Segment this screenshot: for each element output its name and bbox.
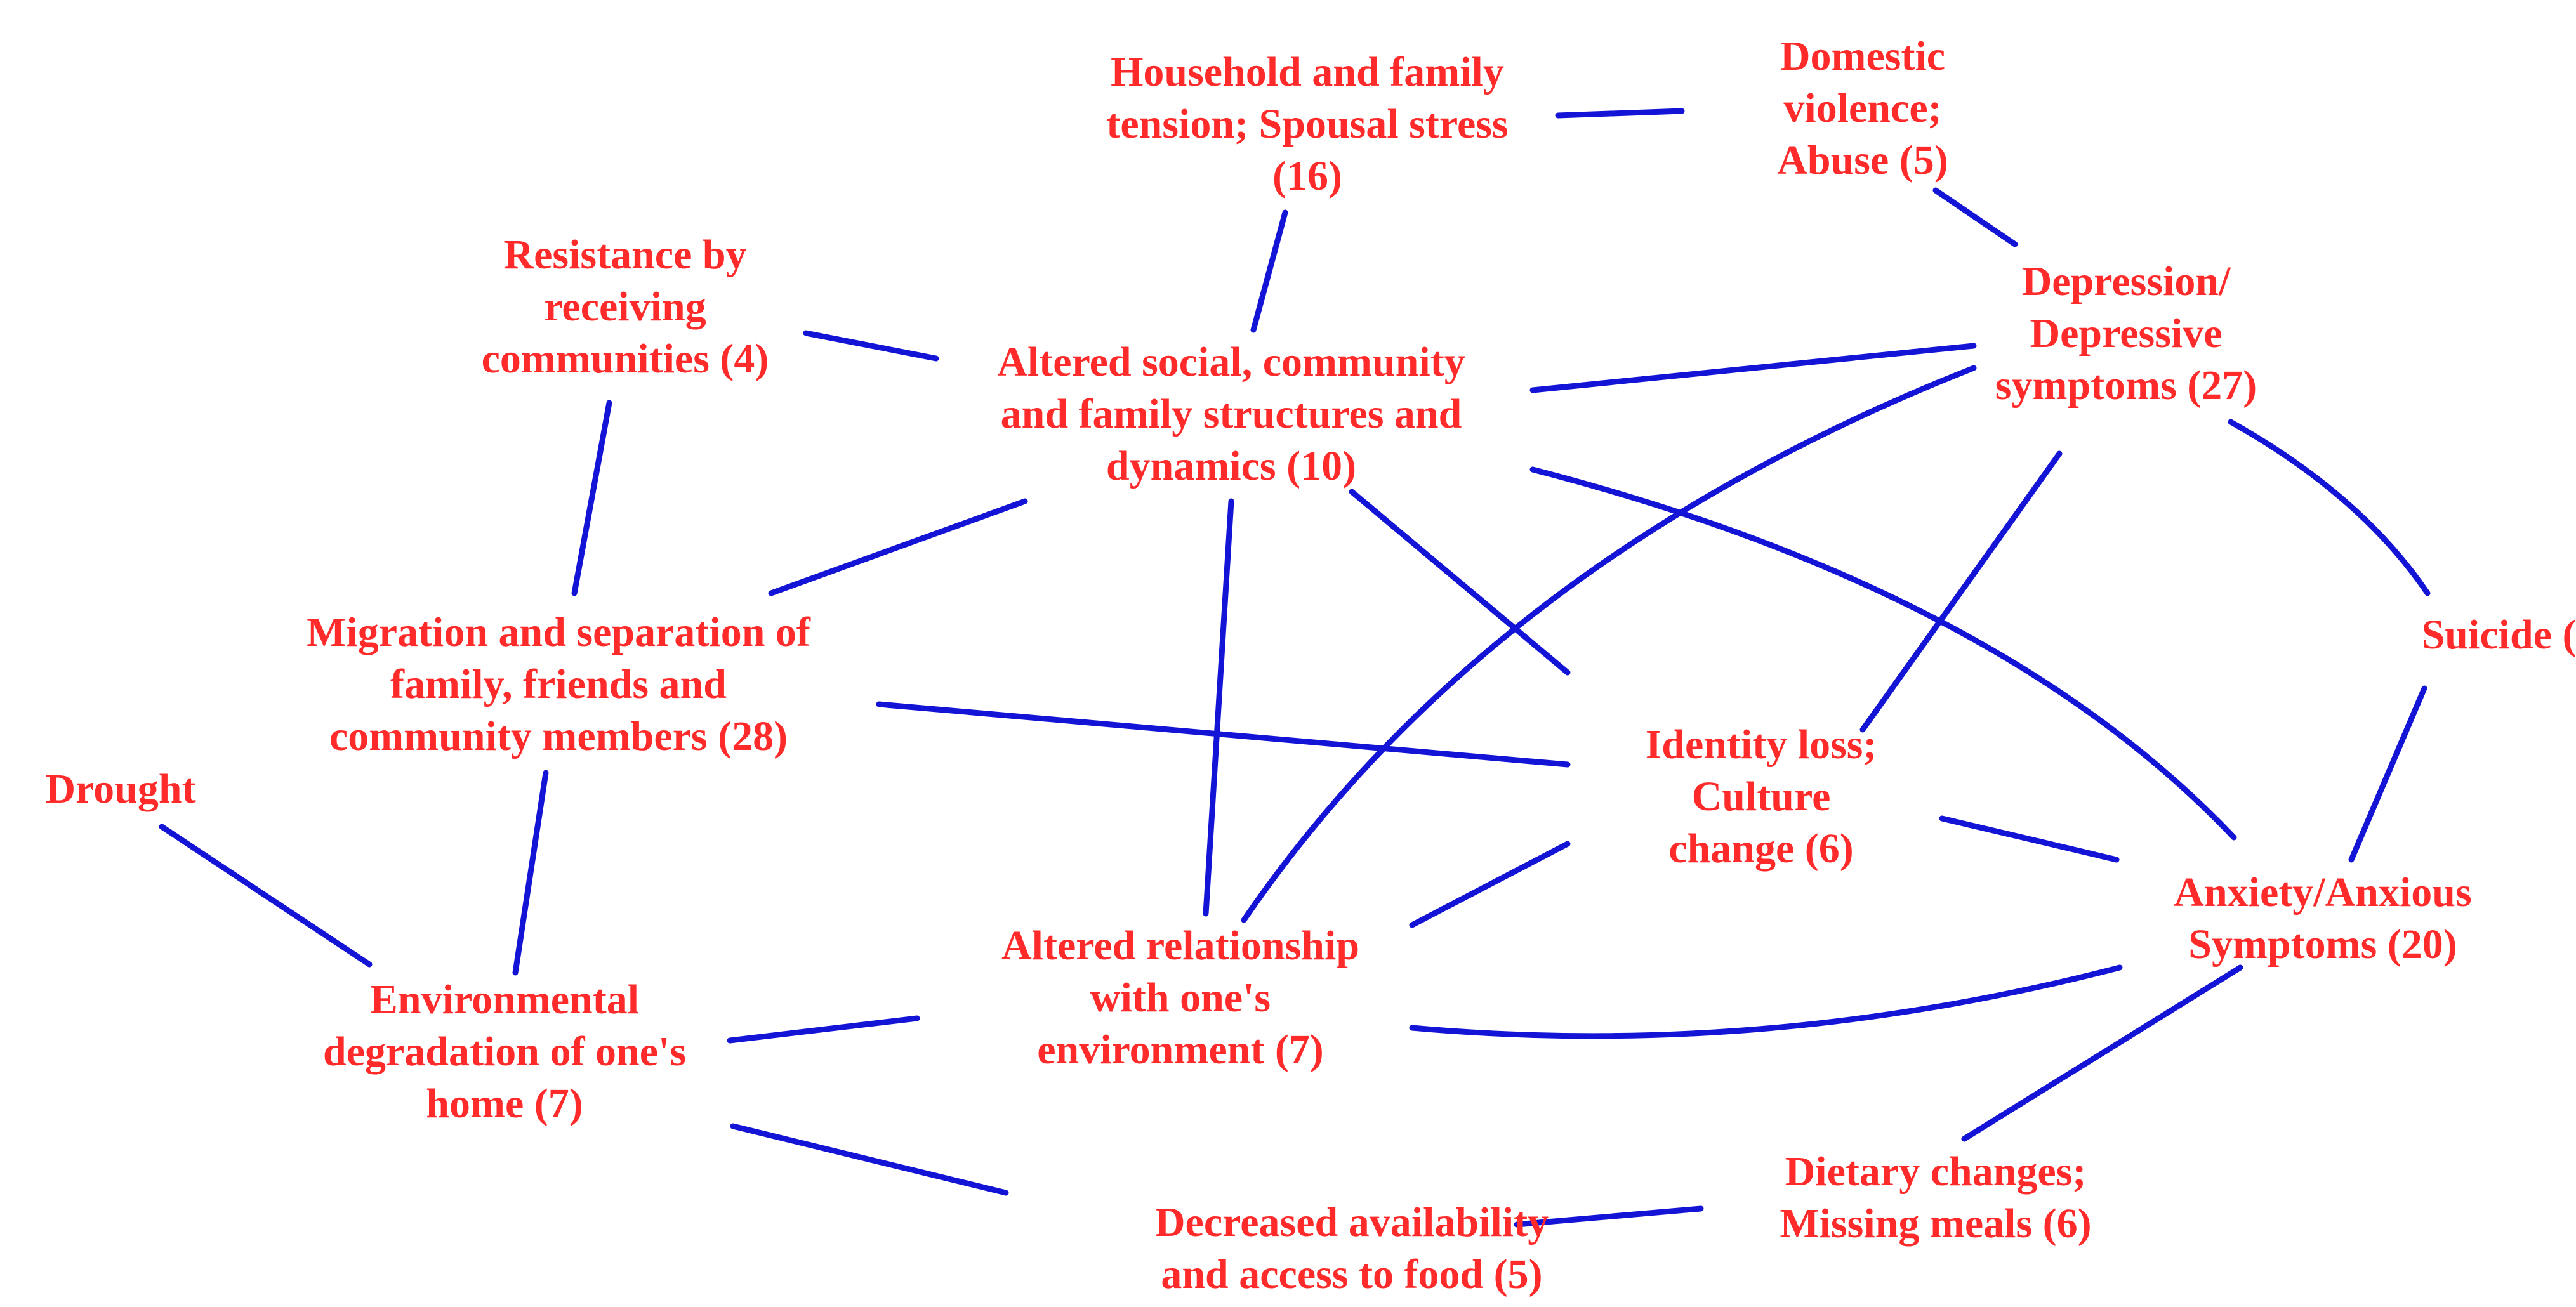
node-altered-relationship-line-1: Altered relationship xyxy=(1001,923,1359,969)
edges-layer xyxy=(159,108,2431,1228)
node-decreased-food-line-2: and access to food (5) xyxy=(1161,1251,1542,1297)
node-suicide: Suicide (8) xyxy=(2422,612,2576,658)
edge-migration-separation-to-resistance-receiving xyxy=(571,400,612,596)
node-anxiety-line-2: Symptoms (20) xyxy=(2188,921,2457,968)
node-altered-social-structures-line-3: dynamics (10) xyxy=(1106,443,1356,489)
node-migration-separation-line-2: family, friends and xyxy=(390,661,727,707)
node-anxiety-line-1: Anxiety/Anxious xyxy=(2174,869,2471,916)
edge-altered-relationship-to-altered-social-structures xyxy=(1203,498,1234,917)
edge-environmental-degradation-to-migration-separation xyxy=(512,770,549,976)
edge-drought-to-environmental-degradation xyxy=(159,824,373,968)
edge-altered-relationship-to-anxiety xyxy=(1409,964,2123,1039)
node-depression-line-1: Depression/ xyxy=(2022,258,2231,305)
node-environmental-degradation-line-3: home (7) xyxy=(426,1080,583,1127)
edge-environmental-degradation-to-decreased-food xyxy=(730,1123,1009,1196)
node-dietary-changes-line-1: Dietary changes; xyxy=(1785,1148,2087,1195)
node-identity-loss-line-1: Identity loss; xyxy=(1646,721,1877,768)
node-resistance-receiving-line-2: receiving xyxy=(544,284,706,330)
node-drought-line-1: Drought xyxy=(45,766,195,812)
edge-migration-separation-to-identity-loss xyxy=(876,701,1571,768)
edge-identity-loss-to-depression xyxy=(1859,450,2063,733)
edge-environmental-degradation-to-altered-relationship xyxy=(727,1015,920,1044)
edge-dietary-changes-to-anxiety xyxy=(1961,964,2243,1142)
node-domestic-violence-line-1: Domestic xyxy=(1780,33,1945,79)
node-resistance-receiving-line-1: Resistance by xyxy=(503,232,746,278)
node-household-tension-line-3: (16) xyxy=(1272,153,1342,199)
node-domestic-violence-line-2: violence; xyxy=(1783,85,1941,131)
edge-altered-relationship-to-identity-loss xyxy=(1409,841,1571,928)
edge-resistance-receiving-to-altered-social-structures xyxy=(803,330,939,362)
node-depression-line-3: symptoms (27) xyxy=(1995,362,2257,409)
node-migration-separation-line-3: community members (28) xyxy=(329,713,788,759)
node-altered-relationship-line-2: with one's xyxy=(1090,975,1271,1021)
node-altered-social-structures-line-2: and family structures and xyxy=(1001,391,1462,437)
node-depression-line-2: Depressive xyxy=(2030,310,2222,357)
node-depression: Depression/Depressive symptoms (27) xyxy=(1995,258,2257,409)
node-domestic-violence-line-3: Abuse (5) xyxy=(1777,137,1948,183)
node-altered-relationship-line-3: environment (7) xyxy=(1037,1027,1324,1073)
node-resistance-receiving: Resistance by receiving communities (4) xyxy=(482,232,769,382)
node-domestic-violence: Domestic violence; Abuse (5) xyxy=(1777,33,1948,183)
node-drought: Drought xyxy=(45,766,195,812)
node-altered-social-structures-line-1: Altered social, community xyxy=(997,339,1465,385)
edge-depression-to-suicide xyxy=(2228,419,2431,596)
edge-altered-social-structures-to-household-tension xyxy=(1250,209,1288,333)
edge-domestic-violence-to-depression xyxy=(1932,187,2018,247)
node-household-tension: Household and family tension; Spousal str… xyxy=(1106,49,1508,199)
edge-altered-social-structures-to-identity-loss xyxy=(1349,489,1571,676)
node-altered-relationship: Altered relationship with one's environmen… xyxy=(1001,923,1359,1073)
edge-altered-relationship-to-depression xyxy=(1241,365,1977,923)
node-migration-separation: Migration and separation of family, frien… xyxy=(307,609,811,759)
node-decreased-food-line-1: Decreased availability xyxy=(1155,1199,1549,1245)
node-identity-loss: Identity loss; Culture change (6) xyxy=(1646,721,1877,872)
node-identity-loss-line-3: change (6) xyxy=(1668,825,1853,872)
edge-decreased-food-to-dietary-changes xyxy=(1514,1205,1704,1228)
node-household-tension-line-1: Household and family xyxy=(1111,49,1504,95)
edge-household-tension-to-domestic-violence xyxy=(1555,108,1685,119)
node-suicide-line-1: Suicide (8) xyxy=(2422,612,2576,658)
node-migration-separation-line-1: Migration and separation of xyxy=(307,609,811,655)
node-resistance-receiving-line-3: communities (4) xyxy=(482,336,769,382)
edge-altered-social-structures-to-depression xyxy=(1529,343,1977,393)
edge-anxiety-to-suicide xyxy=(2348,685,2427,863)
node-altered-social-structures: Altered social, community and family stru… xyxy=(997,339,1465,489)
node-decreased-food: Decreased availability and access to food… xyxy=(1155,1199,1549,1297)
node-household-tension-line-2: tension; Spousal stress xyxy=(1106,101,1508,147)
edge-identity-loss-to-anxiety xyxy=(1939,815,2120,863)
node-dietary-changes: Dietary changes; Missing meals (6) xyxy=(1780,1148,2091,1247)
node-identity-loss-line-2: Culture xyxy=(1692,773,1831,820)
node-environmental-degradation: Environmental degradation of one's home (7… xyxy=(323,976,686,1127)
node-environmental-degradation-line-2: degradation of one's xyxy=(323,1028,686,1075)
node-environmental-degradation-line-1: Environmental xyxy=(370,976,639,1023)
edge-migration-separation-to-altered-social-structures xyxy=(768,498,1028,596)
edge-altered-social-structures-to-anxiety xyxy=(1529,466,2237,841)
node-dietary-changes-line-2: Missing meals (6) xyxy=(1780,1200,2091,1247)
